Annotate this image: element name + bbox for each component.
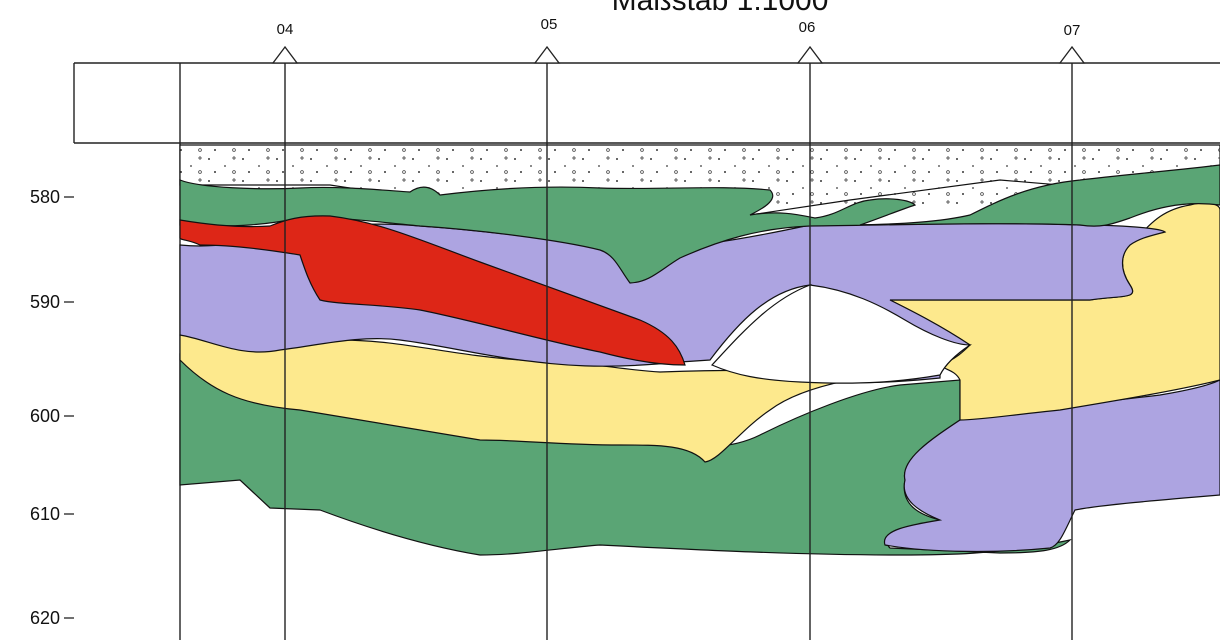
depth-label: 600 <box>30 406 60 426</box>
borehole-marker-06[interactable]: 06 <box>798 19 822 63</box>
depth-label: 580 <box>30 187 60 207</box>
borehole-marker-05[interactable]: 05 <box>535 16 559 63</box>
borehole-triangle-icon <box>535 47 559 63</box>
depth-label: 590 <box>30 292 60 312</box>
borehole-label: 04 <box>277 21 294 38</box>
depth-axis: 580 590 600 610 620 <box>30 187 74 628</box>
depth-label: 620 <box>30 608 60 628</box>
borehole-marker-07[interactable]: 07 <box>1060 22 1084 63</box>
borehole-label: 07 <box>1064 22 1081 39</box>
borehole-triangle-icon <box>1060 47 1084 63</box>
depth-label: 610 <box>30 504 60 524</box>
borehole-label: 05 <box>541 16 558 33</box>
map-title: Maßstab 1:1000 <box>612 0 829 17</box>
borehole-marker-04[interactable]: 04 <box>273 21 297 63</box>
borehole-triangle-icon <box>798 47 822 63</box>
borehole-label: 06 <box>799 19 816 36</box>
borehole-triangle-icon <box>273 47 297 63</box>
